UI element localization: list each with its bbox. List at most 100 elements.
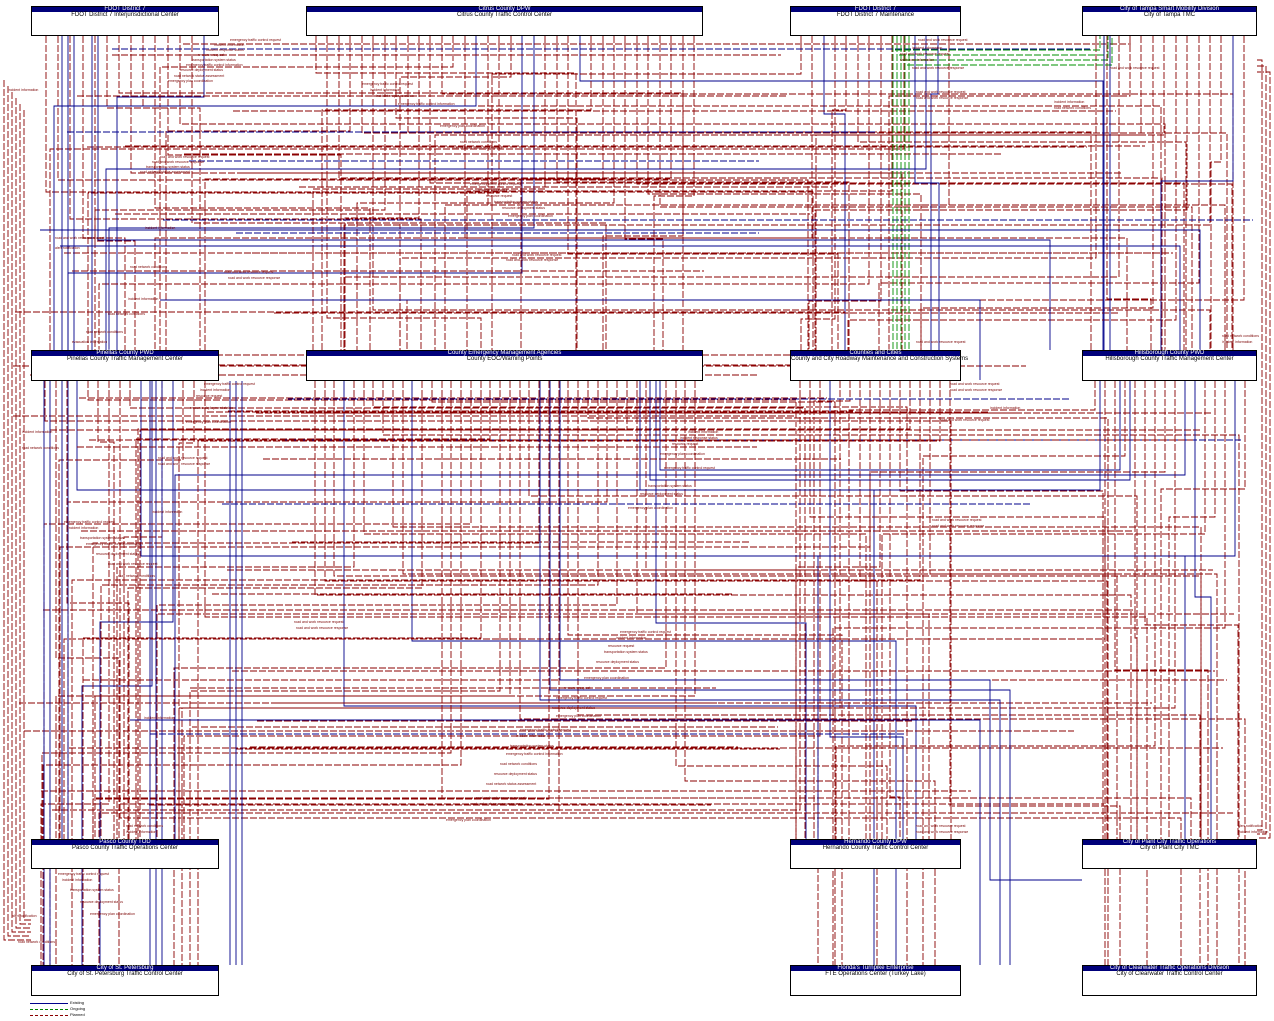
flow-line — [382, 381, 1240, 965]
flow-line — [1210, 36, 1222, 350]
flow-label: resource deployment status — [80, 900, 123, 904]
flow-line — [1114, 381, 1209, 965]
flow-line — [178, 381, 195, 839]
flow-label: road and work resource request — [932, 518, 982, 522]
node-st-petersburg[interactable]: City of St. Petersburg City of St. Peter… — [31, 965, 219, 996]
flow-line — [556, 36, 850, 350]
flow-label: emergency plan coordination — [90, 912, 135, 916]
flow-line — [392, 381, 1202, 839]
node-plant-city[interactable]: City of Plant City Traffic Operations Ci… — [1082, 839, 1257, 869]
flow-label: incident response status — [206, 48, 244, 52]
flow-line — [659, 36, 1193, 350]
flow-line-existing — [40, 229, 1201, 350]
flow-label: alert notification — [55, 246, 80, 250]
flow-line — [97, 381, 115, 839]
flow-line-existing — [60, 245, 1181, 350]
flow-line — [55, 381, 696, 965]
node-owner: Hernando County DPW — [791, 839, 960, 845]
node-owner: Hillsborough County PWD — [1083, 350, 1256, 356]
node-hillsborough-county[interactable]: Hillsborough County PWD Hillsborough Cou… — [1082, 350, 1257, 381]
flow-label: road network conditions — [1222, 334, 1259, 338]
flow-line — [857, 36, 1187, 350]
flow-label: incident information — [990, 406, 1021, 410]
flow-label: emergency traffic control information — [186, 63, 243, 67]
node-florida-turnpike[interactable]: Florida's Turnpike Enterprise FTE Operat… — [790, 965, 961, 996]
flow-label: incident information — [1054, 100, 1085, 104]
flow-line — [66, 381, 130, 839]
node-name: City of Plant City TMC — [1140, 845, 1199, 851]
node-fdot-district7-interjurisdictional[interactable]: FDOT District 7 FDOT District 7 Interjur… — [31, 6, 219, 36]
flow-line — [326, 36, 482, 350]
flow-line — [1168, 381, 1216, 839]
flow-label: incident information — [688, 430, 719, 434]
flow-line — [42, 381, 462, 965]
flow-label: incident response status — [376, 94, 414, 98]
node-clearwater[interactable]: City of Clearwater Traffic Operations Di… — [1082, 965, 1257, 996]
node-name: FDOT District 7 Maintenance — [836, 12, 915, 18]
legend-label: Existing — [70, 1000, 85, 1005]
flow-label: emergency plan coordination — [440, 124, 485, 128]
node-city-of-tampa[interactable]: City of Tampa Smart Mobility Division Ci… — [1082, 6, 1257, 36]
flow-line — [40, 381, 110, 965]
flow-line — [63, 381, 1106, 839]
node-owner: City of Clearwater Traffic Operations Di… — [1083, 965, 1256, 971]
flow-line — [315, 36, 577, 350]
node-pasco-county[interactable]: Pasco County TOD Pasco County Traffic Op… — [31, 839, 219, 869]
flow-line — [19, 104, 31, 925]
node-hernando-county[interactable]: Hernando County DPW Hernando County Traf… — [790, 839, 961, 869]
flow-line — [127, 381, 423, 839]
flow-line — [49, 36, 905, 350]
flow-label: road network status assessment — [174, 74, 225, 78]
node-owner: Florida's Turnpike Enterprise — [791, 965, 960, 971]
node-fdot-district7-maintenance[interactable]: FDOT District 7 FDOT District 7 Maintena… — [790, 6, 961, 36]
legend: Existing Ongoing Planned — [30, 1000, 90, 1018]
node-pinellas-county[interactable]: Pinellas County PWD Pinellas County Traf… — [31, 350, 219, 381]
node-county-emergency-management[interactable]: County Emergency Management Agencies Cou… — [306, 350, 703, 381]
flow-line — [829, 381, 904, 839]
flow-label: resource deployment status — [190, 406, 233, 410]
flow-line — [356, 36, 615, 350]
legend-item-planned: Planned — [30, 1012, 90, 1018]
flow-label: road and work resource request — [916, 824, 966, 828]
legend-item-ongoing: Ongoing — [30, 1006, 90, 1012]
flow-label: emergency plan coordination — [660, 452, 705, 456]
flow-label: transportation system status — [494, 200, 538, 204]
node-counties-and-cities[interactable]: Counties and Cities County and City Road… — [790, 350, 968, 381]
flow-line — [3, 80, 31, 941]
flow-line — [441, 36, 1234, 350]
flow-label: alert notification — [1238, 824, 1263, 828]
flow-line — [411, 381, 897, 965]
node-owner: FDOT District 7 — [791, 6, 960, 12]
flow-line — [881, 381, 1206, 839]
flow-line — [653, 36, 695, 350]
flow-line — [920, 36, 1154, 350]
flow-line — [431, 381, 836, 965]
node-name: FTE Operations Center (Turkey Lake) — [825, 971, 926, 977]
flow-label: incident information — [68, 526, 99, 530]
flow-line — [1134, 381, 1138, 839]
flow-line — [119, 381, 1182, 965]
flow-line — [338, 36, 1163, 350]
flow-line — [116, 36, 205, 350]
flow-label: emergency traffic control request — [664, 466, 715, 470]
flow-label: work zone information — [900, 58, 935, 62]
flow-line — [399, 36, 1097, 350]
flow-label: road and work resource response — [470, 802, 523, 806]
flow-line-existing — [649, 381, 1131, 481]
flow-line — [82, 36, 126, 350]
flow-label: road network conditions — [130, 265, 167, 269]
flow-line — [179, 36, 1166, 350]
flow-label: transportation system status — [510, 744, 554, 748]
node-citrus-county[interactable]: Citrus County DPW Citrus County Traffic … — [306, 6, 703, 36]
flow-label: transportation system status — [70, 888, 114, 892]
flow-line — [189, 381, 501, 965]
flow-label: incident information — [8, 88, 39, 92]
flow-label: road and work resource response — [932, 524, 985, 528]
flow-line — [324, 381, 1108, 839]
flow-label: resource request — [196, 394, 223, 398]
flow-label: evacuation information — [72, 340, 108, 344]
flow-line — [140, 381, 1186, 839]
flow-label: road network conditions — [500, 762, 537, 766]
flow-label: transportation system status — [80, 536, 124, 540]
flow-line — [949, 381, 1121, 965]
